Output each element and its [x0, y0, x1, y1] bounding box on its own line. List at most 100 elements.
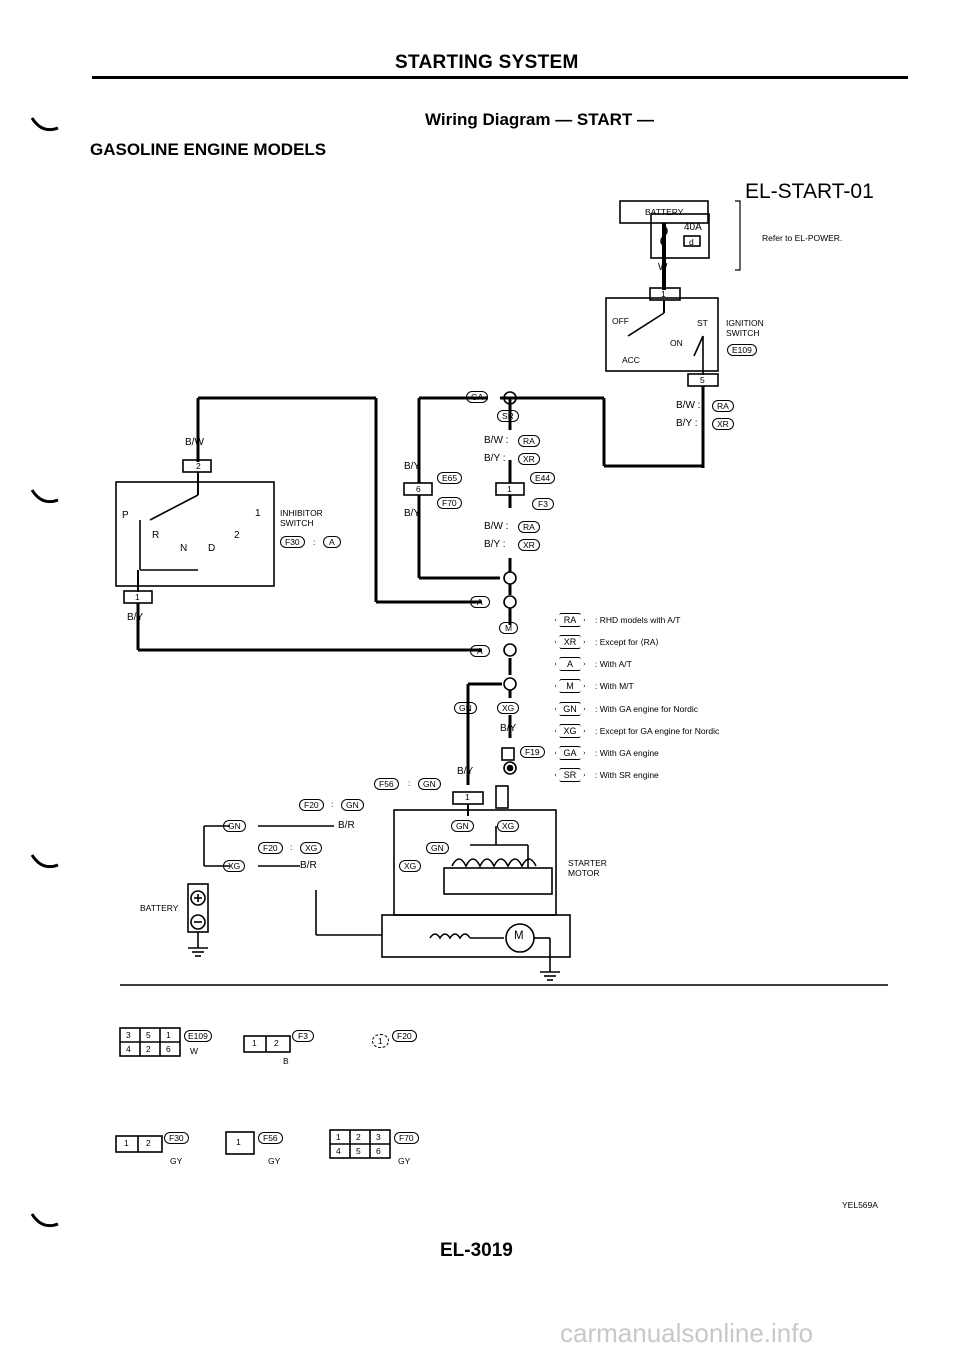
ignition-out-by-code: XR — [712, 418, 734, 430]
binding-marks — [30, 117, 59, 1228]
refer-note: Refer to EL-POWER. — [762, 233, 843, 243]
ignition-out-by: B/Y : — [676, 418, 698, 429]
inhibitor-connector: F30 — [280, 536, 305, 548]
ignition-out-bw-code: RA — [712, 400, 734, 412]
code-gn-5: GN — [451, 820, 474, 832]
code-gn-4: GN — [223, 820, 246, 832]
motor-label: M — [514, 930, 524, 942]
left-battery-label: BATTERY — [140, 903, 179, 913]
inhibitor-pos-2: 2 — [234, 530, 240, 541]
conn-e109-pin: 3 — [126, 1030, 131, 1040]
code-gn-2: GN — [418, 778, 441, 790]
conn-f3-pin: 2 — [274, 1038, 279, 1048]
section-heading: GASOLINE ENGINE MODELS — [90, 140, 327, 159]
connector-f3: F3 — [532, 498, 554, 510]
legend-row: A : With A/T — [555, 655, 632, 673]
wire-br-1: B/R — [338, 820, 355, 831]
conn-e109-pin: 5 — [146, 1030, 151, 1040]
inhibitor-pos-r: R — [152, 530, 160, 541]
diagram-id: EL-START-01 — [745, 180, 874, 203]
connector-e44: E44 — [530, 472, 556, 484]
center-pin-6: 6 — [416, 484, 421, 494]
center-pin-1: 1 — [507, 484, 512, 494]
header-rule — [92, 76, 908, 79]
code-m: M — [499, 622, 519, 634]
legend-text: : With A/T — [595, 659, 632, 669]
inhibitor-label-2: SWITCH — [280, 518, 314, 528]
legend-code: M — [555, 679, 585, 693]
inhibitor-code: A — [323, 536, 341, 548]
connector-f70: F70 — [437, 497, 462, 509]
legend-text: : With SR engine — [595, 770, 659, 780]
code-a-1: A — [470, 596, 490, 608]
legend-row: SR : With SR engine — [555, 766, 659, 784]
fuse-box — [650, 213, 710, 259]
conn-f3-color: B — [283, 1056, 289, 1066]
legend-text: : With GA engine for Nordic — [595, 704, 698, 714]
ignition-label-1: IGNITION — [726, 318, 764, 328]
center-by-1: B/Y : — [484, 453, 506, 464]
f56-colon: : — [408, 778, 411, 788]
conn-f20-id: F20 — [392, 1030, 417, 1042]
code-ga-top: GA — [466, 391, 489, 403]
ignition-switch-box — [605, 297, 719, 372]
battery-label: BATTERY — [645, 207, 684, 217]
conn-f70-pin: 3 — [376, 1132, 381, 1142]
ignition-pos-on: ON — [670, 338, 683, 348]
connector-f56: F56 — [374, 778, 399, 790]
legend-row: RA : RHD models with A/T — [555, 611, 681, 629]
center-by-low: B/Y — [457, 766, 474, 777]
starter-label-1: STARTER — [568, 858, 607, 868]
legend-code: SR — [555, 768, 585, 782]
conn-f56-id: F56 — [258, 1132, 283, 1144]
figure-code: YEL569A — [842, 1200, 878, 1210]
center-ra-1: RA — [518, 435, 540, 447]
f20-a-colon: : — [331, 799, 334, 809]
conn-f3-pin: 1 — [252, 1038, 257, 1048]
code-xg-4: XG — [223, 860, 246, 872]
center-pin-s1: 1 — [465, 792, 470, 802]
conn-f56-pin: 1 — [236, 1137, 241, 1147]
conn-f30-pin: 1 — [124, 1138, 129, 1148]
inhibitor-pos-p: P — [122, 510, 129, 521]
inhibitor-wire-bottom: B/Y — [127, 612, 144, 623]
starter-label-2: MOTOR — [568, 868, 600, 878]
legend-row: GN : With GA engine for Nordic — [555, 700, 698, 718]
ignition-label-2: SWITCH — [726, 328, 760, 338]
conn-e109-color: W — [190, 1046, 199, 1056]
conn-e109-pin: 1 — [166, 1030, 171, 1040]
legend-code: XR — [555, 635, 585, 649]
inhibitor-label-1: INHIBITOR — [280, 508, 323, 518]
wire-br-2: B/R — [300, 860, 317, 871]
legend-text: : With M/T — [595, 681, 634, 691]
legend-code: XG — [555, 724, 585, 738]
code-xg-1: XG — [497, 702, 520, 714]
inhibitor-pin-bottom: 1 — [135, 592, 140, 602]
ignition-pos-acc: ACC — [622, 355, 640, 365]
legend-code: GA — [555, 746, 585, 760]
conn-f56-color: GY — [268, 1156, 281, 1166]
code-gn-1: GN — [454, 702, 477, 714]
code-xg-3: XG — [300, 842, 323, 854]
conn-e109-pin: 4 — [126, 1044, 131, 1054]
conn-f70-color: GY — [398, 1156, 411, 1166]
inhibitor-pin-top: 2 — [196, 461, 201, 471]
code-sr: SR — [497, 410, 519, 422]
inhibitor-switch-box — [115, 481, 275, 587]
conn-e109-pin: 6 — [166, 1044, 171, 1054]
ignition-connector: E109 — [727, 344, 757, 356]
code-gn-3: GN — [341, 799, 364, 811]
legend-row: GA : With GA engine — [555, 744, 659, 762]
watermark: carmanualsonline.info — [560, 1318, 813, 1348]
inhibitor-pos-d: D — [208, 543, 216, 554]
fuse-id: d — [689, 237, 694, 247]
connector-f19: F19 — [520, 746, 545, 758]
center-bw-1: B/W : — [484, 435, 509, 446]
ignition-pos-st: ST — [697, 318, 708, 328]
ignition-pos-off: OFF — [612, 316, 629, 326]
connector-f20-a: F20 — [299, 799, 324, 811]
conn-f70-pin: 1 — [336, 1132, 341, 1142]
center-bw-2: B/W : — [484, 521, 509, 532]
f20-b-colon: : — [290, 842, 293, 852]
center-by-top: B/Y — [404, 461, 421, 472]
